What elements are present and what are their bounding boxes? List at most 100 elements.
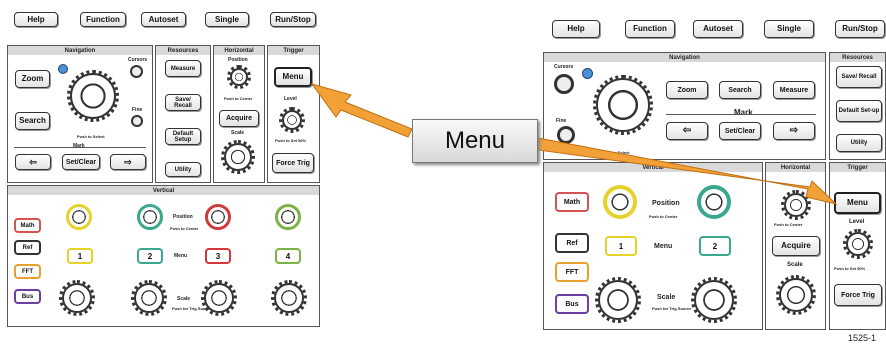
ch2-button[interactable]: 2 — [137, 248, 163, 264]
right-navigation-title: Navigation — [544, 53, 825, 62]
ch2-scale-knob[interactable] — [131, 280, 167, 316]
right-vertical-push-center-label: Push to Center — [649, 214, 678, 219]
right-ref-button[interactable]: Ref — [555, 233, 589, 253]
right-run-stop-button[interactable]: Run/Stop — [835, 20, 885, 38]
arrow-right-icon: ⇨ — [124, 156, 132, 167]
right-force-trig-button[interactable]: Force Trig — [834, 284, 882, 306]
trigger-push-level-label: Push to Set 50% — [275, 138, 307, 143]
menu-callout-label: Menu — [412, 119, 538, 163]
mark-divider — [14, 147, 146, 148]
right-ch2-scale-knob[interactable] — [691, 277, 737, 323]
autoset-button[interactable]: Autoset — [141, 12, 186, 27]
help-button[interactable]: Help — [14, 12, 58, 27]
previous-mark-button[interactable]: ⇦ — [15, 154, 51, 170]
right-trigger-level-knob[interactable] — [843, 229, 873, 259]
ch1-position-knob[interactable] — [66, 204, 92, 230]
right-zoom-button[interactable]: Zoom — [666, 81, 708, 99]
right-autoset-button[interactable]: Autoset — [693, 20, 743, 38]
right-horizontal-position-knob[interactable] — [781, 190, 811, 220]
run-stop-button[interactable]: Run/Stop — [270, 12, 316, 27]
horizontal-position-knob[interactable] — [227, 65, 251, 89]
right-ch2-button[interactable]: 2 — [699, 236, 731, 256]
right-single-button[interactable]: Single — [764, 20, 814, 38]
force-trig-button[interactable]: Force Trig — [272, 153, 314, 173]
right-set-clear-button[interactable]: Set/Clear — [719, 122, 761, 140]
mark-label: Mark — [73, 143, 85, 149]
right-fft-button[interactable]: FFT — [555, 262, 589, 282]
ch1-scale-knob[interactable] — [59, 280, 95, 316]
fft-button[interactable]: FFT — [14, 264, 41, 279]
right-arrow-left-icon: ⇦ — [682, 125, 692, 136]
right-navigation-knob[interactable] — [593, 75, 653, 135]
right-utility-button[interactable]: Utility — [836, 134, 882, 152]
function-button[interactable]: Function — [80, 12, 126, 27]
fine-button[interactable] — [131, 115, 143, 127]
ch2-position-knob[interactable] — [137, 204, 163, 230]
zoom-button[interactable]: Zoom — [15, 70, 50, 88]
right-ch1-button[interactable]: 1 — [605, 236, 637, 256]
right-next-mark-button[interactable]: ⇨ — [773, 122, 815, 140]
right-mark-divider — [666, 114, 816, 115]
search-button[interactable]: Search — [15, 112, 50, 130]
horizontal-push-center-label: Push to Center — [224, 96, 253, 101]
right-search-button[interactable]: Search — [719, 81, 761, 99]
horizontal-title: Horizontal — [214, 46, 264, 55]
next-mark-button[interactable]: ⇨ — [110, 154, 146, 170]
horizontal-scale-label: Scale — [231, 130, 245, 136]
trigger-title: Trigger — [268, 46, 319, 55]
horizontal-scale-knob[interactable] — [221, 140, 255, 174]
ref-button[interactable]: Ref — [14, 240, 41, 255]
arrow-to-right-menu — [537, 137, 838, 205]
measure-button[interactable]: Measure — [165, 60, 201, 77]
save-recall-button[interactable]: Save/ Recall — [165, 94, 201, 111]
navigation-title: Navigation — [8, 46, 152, 55]
default-setup-button[interactable]: Default Setup — [165, 128, 201, 145]
right-save-recall-button[interactable]: Save/ Recall — [836, 66, 882, 88]
right-ch1-scale-knob[interactable] — [595, 277, 641, 323]
horizontal-position-label: Position — [228, 57, 248, 63]
right-measure-button[interactable]: Measure — [773, 81, 815, 99]
right-ch2-position-knob[interactable] — [697, 185, 731, 219]
right-horizontal-title: Horizontal — [766, 163, 825, 172]
right-vertical-push-trig-label: Push for Trig Source — [652, 306, 692, 311]
ch3-scale-knob[interactable] — [201, 280, 237, 316]
acquire-button[interactable]: Acquire — [219, 110, 259, 127]
right-blue-led-icon — [582, 68, 593, 79]
bus-button[interactable]: Bus — [14, 289, 41, 304]
ch4-scale-knob[interactable] — [271, 280, 307, 316]
right-default-setup-button[interactable]: Default Set-up — [836, 100, 882, 122]
right-cursors-knob[interactable] — [554, 74, 574, 94]
ch3-position-knob[interactable] — [205, 204, 231, 230]
trigger-level-knob[interactable] — [279, 107, 305, 133]
right-horizontal-scale-knob[interactable] — [776, 275, 816, 315]
ch4-position-knob[interactable] — [275, 204, 301, 230]
right-help-button[interactable]: Help — [552, 20, 600, 38]
right-trigger-push-level-label: Push to Set 50% — [834, 266, 866, 271]
cursors-knob[interactable] — [130, 65, 143, 78]
vertical-menu-label: Menu — [174, 253, 188, 259]
right-acquire-button[interactable]: Acquire — [772, 236, 820, 256]
right-vertical-title: Vertical — [544, 163, 762, 172]
navigation-knob[interactable] — [67, 70, 119, 122]
right-previous-mark-button[interactable]: ⇦ — [666, 122, 708, 140]
ch1-button[interactable]: 1 — [67, 248, 93, 264]
right-vertical-scale-label: Scale — [657, 294, 676, 301]
arrow-left-icon: ⇦ — [29, 156, 37, 167]
vertical-push-center-label: Push to Center — [170, 226, 199, 231]
set-clear-button[interactable]: Set/Clear — [62, 154, 100, 170]
right-bus-button[interactable]: Bus — [555, 294, 589, 314]
arrow-to-left-menu — [310, 83, 413, 138]
right-fine-button[interactable] — [557, 126, 575, 144]
utility-button[interactable]: Utility — [165, 162, 201, 177]
right-math-button[interactable]: Math — [555, 192, 589, 212]
right-function-button[interactable]: Function — [625, 20, 675, 38]
trigger-menu-button[interactable]: Menu — [274, 67, 312, 87]
push-select-label: Push to Select — [77, 134, 105, 139]
math-button[interactable]: Math — [14, 218, 41, 233]
right-horizontal-push-center-label: Push to Center — [774, 222, 803, 227]
ch3-button[interactable]: 3 — [205, 248, 231, 264]
ch4-button[interactable]: 4 — [275, 248, 301, 264]
single-button[interactable]: Single — [205, 12, 249, 27]
right-ch1-position-knob[interactable] — [603, 185, 637, 219]
